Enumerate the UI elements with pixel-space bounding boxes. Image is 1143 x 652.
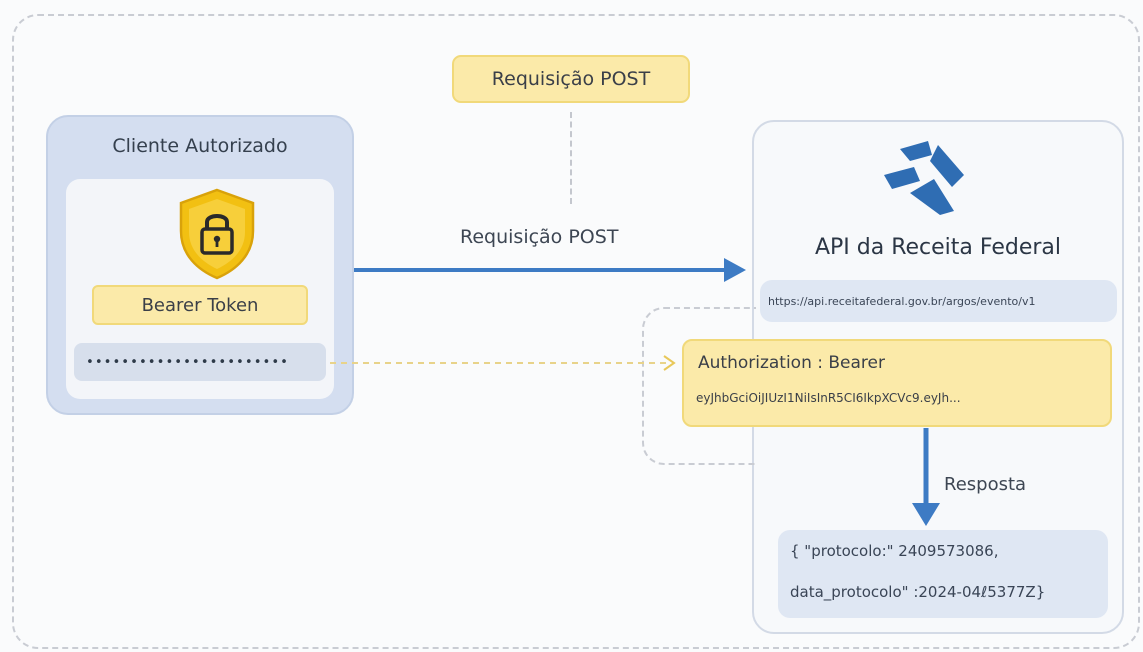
authorized-client-card: Cliente Autorizado Bearer Token ••••••••… — [46, 115, 354, 415]
json-line-data-protocolo: data_protocolo" :2024-04ℓ5377Z} — [790, 583, 1046, 601]
token-value-field: ••••••••••••••••••••••• — [74, 343, 326, 381]
authorization-token-text: eyJhbGciOiJIUzI1NiIsInR5CI6IkpXCVc9.eyJh… — [696, 391, 961, 405]
json-line-protocolo: { "protocolo:" 2409573086, — [790, 542, 999, 560]
top-request-badge: Requisição POST — [452, 55, 690, 103]
auth-dashed-outline — [642, 307, 756, 465]
client-title: Cliente Autorizado — [112, 135, 288, 157]
padlock-shield-icon — [179, 188, 255, 280]
api-url: https://api.receitafederal.gov.br/argos/… — [760, 280, 1117, 322]
top-connector-line — [570, 112, 572, 204]
client-inner-panel: Bearer Token ••••••••••••••••••••••• — [66, 179, 334, 399]
api-title: API da Receita Federal — [814, 235, 1062, 260]
bearer-token-badge: Bearer Token — [92, 285, 308, 325]
response-label: Resposta — [944, 474, 1027, 495]
authorization-header-box: Authorization : Bearer eyJhbGciOiJIUzI1N… — [682, 339, 1112, 427]
diagram-frame — [12, 14, 1140, 649]
post-arrow-label: Requisição POST — [460, 226, 619, 248]
receita-federal-logo — [884, 141, 964, 215]
json-response-box: { "protocolo:" 2409573086, data_protocol… — [778, 530, 1108, 618]
authorization-header-label: Authorization : Bearer — [698, 353, 885, 373]
